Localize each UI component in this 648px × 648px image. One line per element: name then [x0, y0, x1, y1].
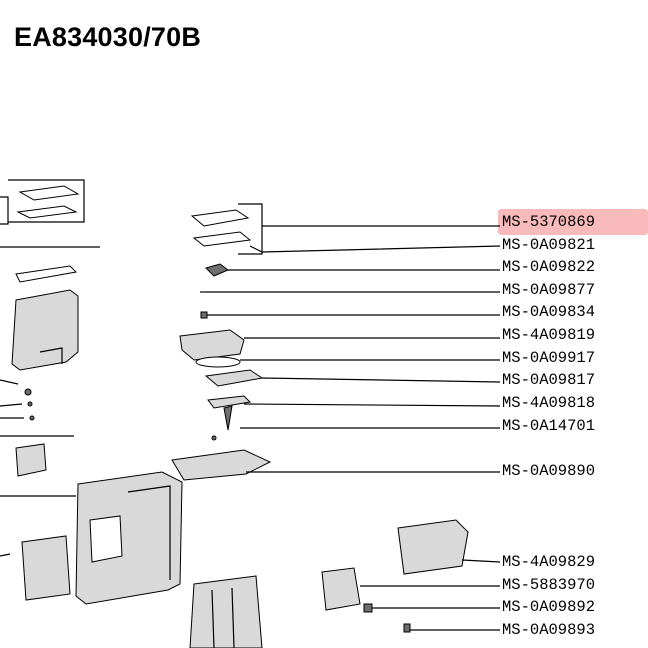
part-number-link[interactable]: MS-4A09818 [502, 394, 596, 412]
part-number-link[interactable]: MS-4A09819 [502, 326, 596, 344]
part-number-link[interactable]: MS-0A09817 [502, 371, 596, 389]
part-number-link[interactable]: MS-0A09821 [502, 236, 596, 254]
drip-tray-part [171, 449, 272, 481]
left-tank-part [11, 289, 79, 371]
part-number-link[interactable]: MS-0A09893 [502, 621, 596, 639]
part-number-link[interactable]: MS-0A09917 [502, 349, 596, 367]
main-frame-part [75, 471, 183, 605]
part-number-link[interactable]: MS-0A09834 [502, 303, 596, 321]
left-handle-part [15, 265, 78, 283]
model-title: EA834030/70B [14, 22, 202, 52]
clip-part [205, 263, 229, 277]
part-number-link[interactable]: MS-0A09892 [502, 598, 596, 616]
left-lid-part [18, 185, 80, 201]
container-part [179, 329, 245, 361]
left-assembly-group [0, 179, 263, 648]
left-board-part [15, 443, 47, 477]
screw-part [200, 311, 208, 319]
part-number-link[interactable]: MS-5370869 [502, 213, 596, 231]
part-number-link[interactable]: MS-0A09890 [502, 462, 596, 480]
part-number-link[interactable]: MS-0A14701 [502, 417, 596, 435]
left-seal-part [16, 205, 78, 219]
o-ring-part [195, 356, 241, 368]
part-number-link[interactable]: MS-0A09877 [502, 281, 596, 299]
grid-part [204, 369, 264, 387]
module-part [321, 567, 361, 611]
lid-frame-part [190, 209, 250, 227]
part-number-link[interactable]: MS-4A09829 [502, 553, 596, 571]
lid-seal-part [192, 231, 252, 247]
selected-part-highlight [498, 209, 648, 235]
cover-part [397, 519, 469, 575]
bottom-chassis-part [189, 575, 263, 648]
part-number-link[interactable]: MS-5883970 [502, 576, 596, 594]
left-housing-part [21, 535, 71, 601]
bracket-part [207, 395, 252, 409]
leader-lines [206, 225, 501, 631]
part-number-link[interactable]: MS-0A09822 [502, 258, 596, 276]
center-parts-group [171, 203, 469, 633]
